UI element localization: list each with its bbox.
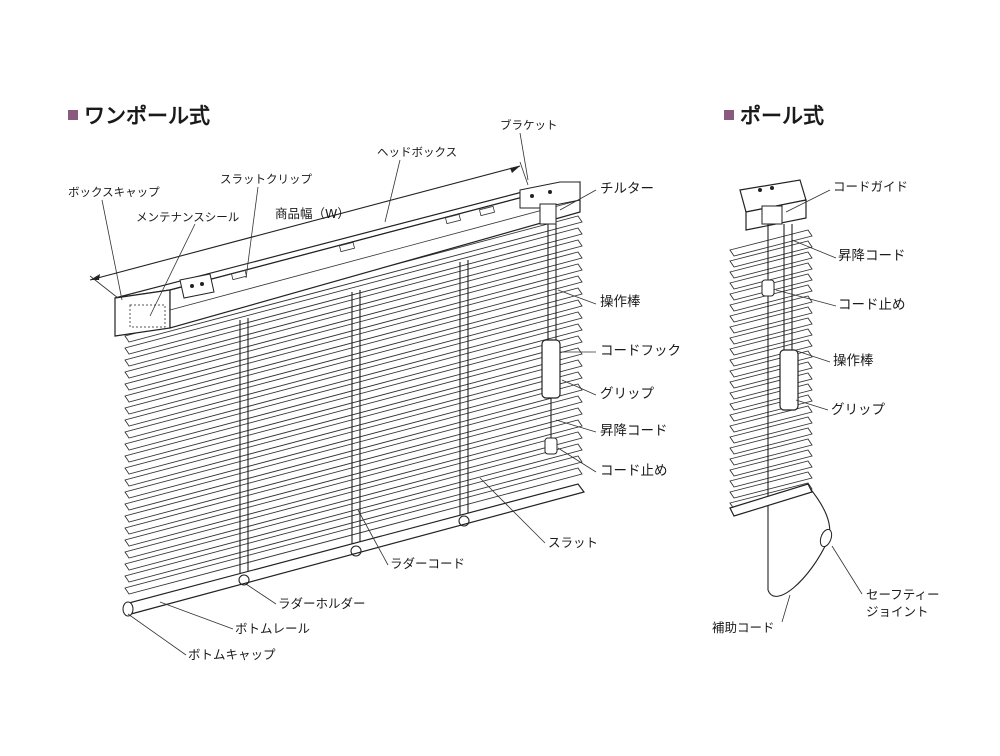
label-grip-right: グリップ — [831, 402, 885, 418]
slat — [729, 438, 813, 466]
operation-wand — [539, 203, 561, 455]
heading-marker — [68, 110, 78, 120]
right-cords — [729, 224, 833, 597]
width-dimension — [89, 161, 529, 299]
label-ladder-holder: ラダーホルダー — [278, 596, 366, 611]
label-ladder-cord: ラダーコード — [390, 556, 466, 571]
label-box-cap: ボックスキャップ — [68, 185, 160, 199]
pole-heading: ポール式 — [724, 100, 824, 130]
one-pole-heading: ワンポール式 — [68, 100, 210, 130]
slat — [729, 460, 813, 488]
left-leaders — [101, 132, 597, 656]
label-aux-cord: 補助コード — [712, 620, 775, 635]
slat — [729, 405, 813, 433]
label-cord-hook: コードフック — [600, 343, 681, 359]
slat — [729, 449, 813, 477]
label-cord-guide: コードガイド — [833, 179, 909, 194]
right-leaders — [775, 189, 863, 623]
label-safety-joint-line2: ジョイント — [866, 604, 929, 619]
label-head-box: ヘッドボックス — [377, 145, 458, 159]
label-product-width: 商品幅（W） — [275, 206, 350, 221]
label-bracket: ブラケット — [500, 118, 558, 132]
label-wand-right: 操作棒 — [833, 353, 874, 369]
bottom-cap-shape — [122, 601, 134, 617]
right-slats — [729, 229, 813, 510]
maintenance-seal-shape — [129, 304, 166, 328]
slat — [729, 416, 813, 444]
slat — [124, 227, 583, 355]
label-safety-joint-line1: セーフティー — [866, 587, 940, 602]
label-wand: 操作棒 — [600, 294, 641, 310]
label-grip: グリップ — [600, 386, 654, 402]
label-bottom-cap: ボトムキャップ — [188, 647, 276, 662]
right-head-box — [739, 179, 807, 231]
label-slat: スラット — [548, 535, 599, 550]
label-cord-stop: コード止め — [600, 463, 668, 479]
slat-clips — [230, 205, 496, 281]
pole-heading-text: ポール式 — [740, 104, 824, 128]
label-lift-cord: 昇降コード — [600, 423, 668, 439]
slat — [729, 471, 813, 499]
label-lift-cord-right: 昇降コード — [838, 248, 906, 264]
heading-marker — [724, 110, 734, 120]
bottom-rail — [122, 483, 586, 617]
label-tilter: チルター — [600, 181, 654, 197]
slat — [729, 427, 813, 455]
one-pole-heading-text: ワンポール式 — [84, 104, 210, 128]
label-slat-clip: スラットクリップ — [220, 172, 312, 186]
label-cord-stop-right: コード止め — [838, 297, 906, 313]
slat — [124, 215, 583, 343]
ladder-cords — [239, 260, 469, 582]
brackets — [179, 181, 581, 299]
label-maintenance-seal: メンテナンスシール — [136, 210, 240, 224]
label-bottom-rail: ボトムレール — [235, 621, 311, 636]
